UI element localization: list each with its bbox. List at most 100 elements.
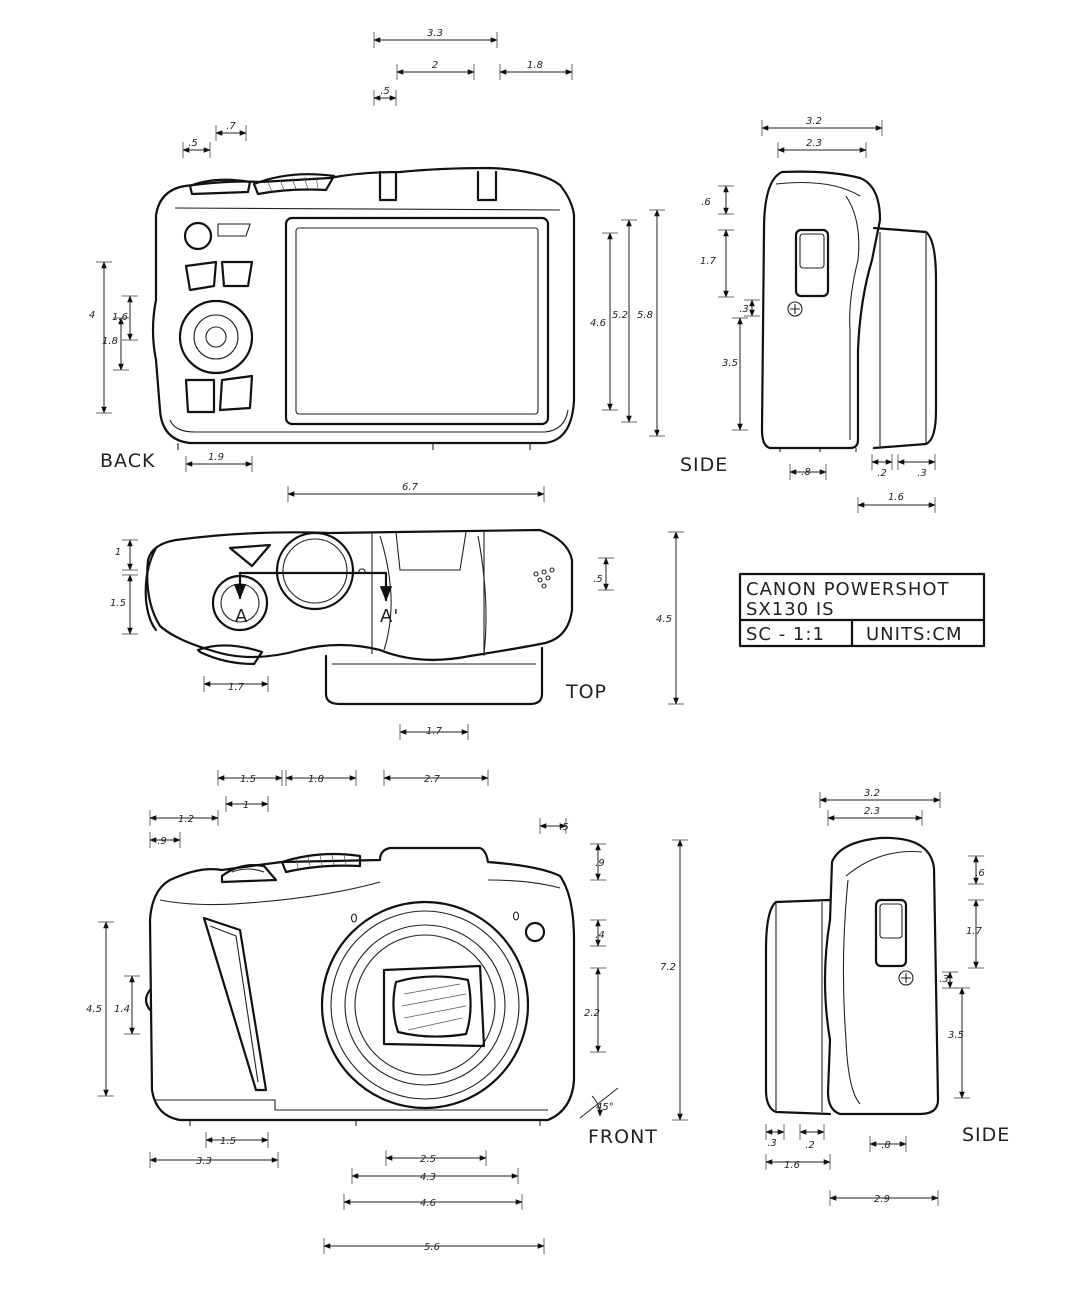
dim-back-5-8-label: 5.8 — [637, 310, 653, 321]
dim-side-0-6-label: .6 — [701, 197, 711, 208]
dim-top-4-5-label: 4.5 — [656, 614, 672, 625]
view-labels: BACK SIDE TOP FRONT SIDE A A' — [100, 450, 1010, 1148]
side-view-top — [760, 170, 938, 452]
front-lens-outer — [320, 900, 530, 1110]
dim-back-2-label: 2 — [432, 60, 438, 71]
dim-back-0-7-label: .7 — [226, 121, 236, 132]
dim-back-4-6-label: 4.6 — [590, 318, 606, 329]
dim-back-1-8-label: 1.8 — [527, 60, 543, 71]
dim-back-4-label: 4 — [89, 310, 95, 321]
dim-front-0-5-label: .5 — [559, 822, 569, 833]
dim-back-1-6-label: 1.6 — [112, 312, 128, 323]
dim-front-3-3-label: 3.3 — [196, 1156, 212, 1167]
title-block-model: SX130 IS — [746, 599, 835, 620]
dim-sideb-0-2-label: .2 — [805, 1140, 815, 1151]
top-lens-barrel — [324, 646, 544, 706]
dim-back-1-9-label: 1.9 — [208, 452, 224, 463]
label-back: BACK — [100, 450, 155, 472]
dim-sideb-2-3-label: 2.3 — [864, 806, 880, 817]
side-bottom-lens-barrel — [764, 898, 832, 1116]
dim-side-1-6-label: 1.6 — [888, 492, 904, 503]
dim-sideb-2-9-label: 2.9 — [874, 1194, 890, 1205]
dim-sideb-0-3-label: .3 — [939, 974, 949, 985]
angle-45-arc — [591, 1095, 603, 1117]
dim-back-0-5-top-label: .5 — [380, 86, 390, 97]
dim-back-width-3-3-label: 3.3 — [427, 28, 443, 39]
dim-front-7-2-label: 7.2 — [660, 962, 676, 973]
dim-side-0-8-label: .8 — [801, 467, 811, 478]
back-mode-dial — [252, 173, 336, 196]
dim-front-0-4-label: .4 — [595, 930, 605, 941]
dim-front-2-5-label: 2.5 — [420, 1154, 436, 1165]
dim-back-0-5-left-label: .5 — [188, 138, 198, 149]
dim-sideb-0-8-label: .8 — [881, 1140, 891, 1151]
dim-top-0-5-label: .5 — [593, 574, 603, 585]
top-mode-dial — [275, 531, 355, 611]
dim-side-3-2-label: 3.2 — [806, 116, 822, 127]
dim-side-0-2-label: .2 — [877, 468, 887, 479]
front-view — [144, 846, 576, 1126]
dim-front-1-4-label: 1.4 — [114, 1004, 130, 1015]
side-lens-barrel — [872, 226, 938, 450]
dim-front-0-9-label: .9 — [157, 836, 167, 847]
dim-sideb-0-6-label: .6 — [975, 868, 985, 879]
dim-top-1-7b-label: 1.7 — [426, 726, 443, 737]
back-dpad-ring — [178, 299, 254, 375]
front-af-assist-lamp — [524, 921, 546, 943]
dim-front-1-2-label: 1.2 — [178, 814, 194, 825]
dim-front-0-9b-label: .9 — [595, 858, 605, 869]
front-body-outline — [148, 846, 576, 1122]
label-side-top: SIDE — [680, 454, 728, 476]
front-shutter-button — [220, 864, 278, 884]
dim-sideb-3-2-label: 3.2 — [864, 788, 880, 799]
angle-45-label: 45° — [596, 1102, 614, 1113]
top-body-outline — [146, 528, 574, 661]
front-mode-dial — [280, 852, 362, 874]
label-side-bottom: SIDE — [962, 1124, 1010, 1146]
dim-side-0-3-label: .3 — [739, 304, 749, 315]
label-top: TOP — [565, 681, 607, 703]
back-view — [151, 166, 576, 450]
dim-back-1-8-left-label: 1.8 — [102, 336, 118, 347]
dim-front-4-5-label: 4.5 — [86, 1004, 102, 1015]
section-mark-a-prime: A' — [380, 606, 399, 627]
side-bottom-grip-outline — [823, 836, 940, 1116]
dim-front-2-7-label: 2.7 — [424, 774, 441, 785]
back-playback-button — [183, 221, 213, 251]
dim-front-4-3-label: 4.3 — [420, 1172, 436, 1183]
label-front: FRONT — [588, 1126, 658, 1148]
dim-back-5-2-label: 5.2 — [612, 310, 628, 321]
dim-side-3-5-label: 3.5 — [722, 358, 738, 369]
dim-top-1-7-label: 1.7 — [228, 682, 245, 693]
title-block-units: UNITS:CM — [866, 624, 963, 645]
side-view-bottom — [764, 836, 940, 1116]
dim-back-6-7-label: 6.7 — [402, 482, 419, 493]
back-body-outline — [151, 166, 576, 445]
title-block-name: CANON POWERSHOT — [746, 579, 950, 600]
top-speaker-holes — [533, 567, 555, 589]
title-block-scale: SC - 1:1 — [746, 624, 825, 645]
angle-45-leader — [579, 1087, 619, 1119]
dim-front-1-5-label: 1.5 — [240, 774, 256, 785]
title-block: CANON POWERSHOT SX130 IS SC - 1:1 UNITS:… — [738, 572, 986, 648]
dim-sideb-1-6-label: 1.6 — [784, 1160, 800, 1171]
dim-front-1-8-label: 1.8 — [308, 774, 324, 785]
dim-front-2-2-label: 2.2 — [584, 1008, 600, 1019]
dim-side-2-3-label: 2.3 — [806, 138, 822, 149]
dim-front-4-6-label: 4.6 — [420, 1198, 436, 1209]
back-lcd-frame — [284, 216, 550, 426]
front-lens-element — [382, 964, 486, 1048]
dim-front-1-5b-label: 1.5 — [220, 1136, 236, 1147]
dim-front-5-6-label: 5.6 — [424, 1242, 440, 1253]
dim-sideb-0-3b-label: .3 — [767, 1138, 777, 1149]
side-grip-outline — [760, 170, 882, 450]
dim-top-1-label: 1 — [115, 547, 121, 558]
dim-top-1-5-label: 1.5 — [110, 598, 126, 609]
top-view — [144, 528, 574, 706]
dim-sideb-1-7-label: 1.7 — [966, 926, 983, 937]
front-grip-strip — [202, 916, 268, 1092]
dim-front-1-label: 1 — [243, 800, 249, 811]
dim-side-0-3b-label: .3 — [917, 468, 927, 479]
